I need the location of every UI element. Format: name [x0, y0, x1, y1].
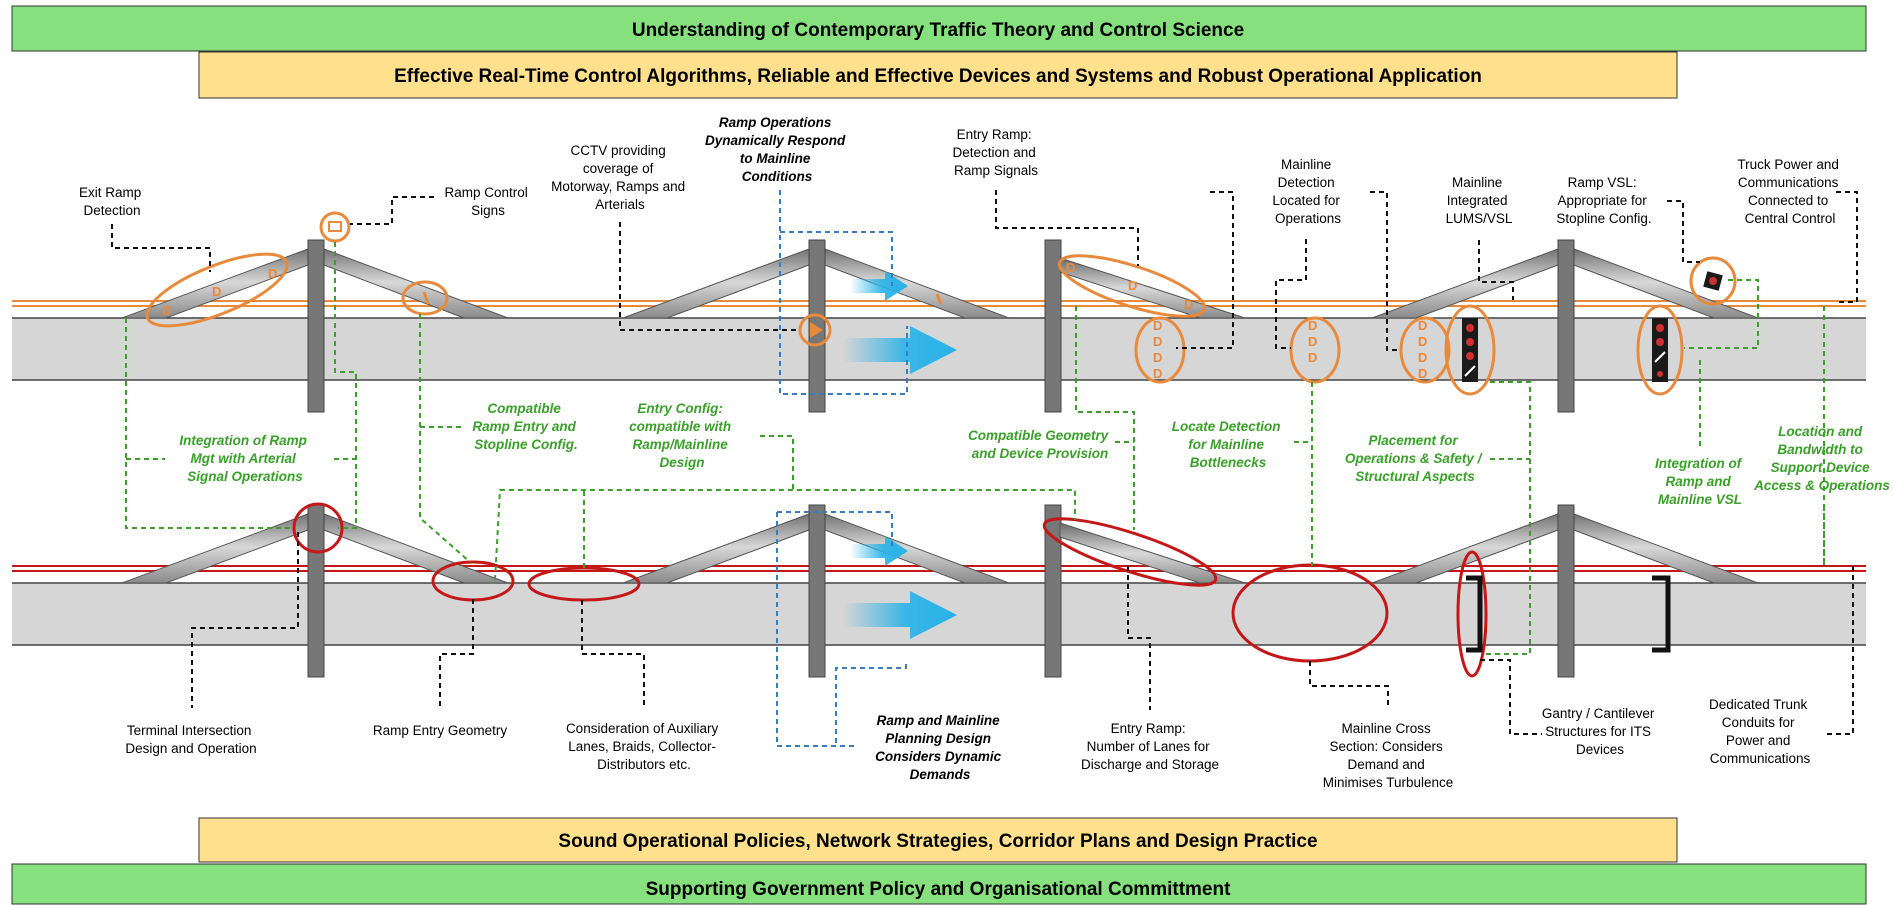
top-yellow-band-text: Effective Real-Time Control Algorithms, …: [394, 66, 1482, 87]
integration-vsl-label: Integration of Ramp and Mainline VSL: [1655, 456, 1745, 507]
detector-icon: D: [212, 284, 221, 299]
locate-detection-label: Locate Detection for Mainline Bottleneck…: [1172, 419, 1285, 470]
orange-highlights: D D D D D D D D D D D D D D D D D: [145, 211, 1737, 396]
ramp-entry-geometry-label: Ramp Entry Geometry: [373, 723, 508, 738]
detector-icon: D: [1153, 350, 1162, 365]
bottom-green-band: Supporting Government Policy and Organis…: [11, 863, 1867, 905]
ramp-mainline-planning-label: Ramp and Mainline Planning Design Consid…: [875, 713, 1005, 782]
ramp-operations-label: Ramp Operations Dynamically Respond to M…: [705, 115, 849, 184]
camera-icon: [810, 322, 823, 338]
mainline-cross-section-label: Mainline Cross Section: Considers Demand…: [1323, 721, 1454, 790]
mainline-detection-highlight-3: [1399, 316, 1451, 384]
top-interchanges: [121, 239, 1759, 413]
top-mainline-arrow-icon: [843, 326, 957, 374]
bottom-freeway: [12, 565, 1866, 646]
mainline-detection-label: Mainline Detection Located for Operation…: [1272, 157, 1343, 226]
detector-icon: D: [1128, 278, 1137, 293]
compatible-geometry-label: Compatible Geometry and Device Provision: [968, 428, 1112, 461]
entry-config-label: Entry Config: compatible with Ramp/Mainl…: [629, 401, 735, 470]
entry-ramp-detection-label: Entry Ramp: Detection and Ramp Signals: [952, 127, 1039, 178]
top-green-band: Understanding of Contemporary Traffic Th…: [11, 5, 1867, 52]
ramp-control-signs-label: Ramp Control Signs: [444, 185, 531, 218]
bottom-labels: Terminal Intersection Design and Operati…: [125, 697, 1811, 790]
black-dashed-leaders: [111, 190, 1858, 735]
detector-icon: D: [1153, 318, 1162, 333]
mainline-detection-highlight-1: [1134, 316, 1186, 384]
top-freeway: [12, 300, 1866, 381]
bottom-yellow-band-text: Sound Operational Policies, Network Stra…: [558, 831, 1317, 852]
traffic-flow-arrows: [843, 271, 957, 639]
top-green-band-text: Understanding of Contemporary Traffic Th…: [632, 20, 1244, 41]
detector-icon: D: [1308, 350, 1317, 365]
gantry-icon: [1652, 575, 1671, 653]
green-labels: Integration of Ramp Mgt with Arterial Si…: [179, 401, 1890, 507]
entry-ramp-lanes-label: Entry Ramp: Number of Lanes for Discharg…: [1081, 721, 1219, 772]
detector-icon: D: [1066, 260, 1075, 275]
bottom-mainline-arrow-icon: [843, 591, 957, 639]
exit-ramp-detection-label: Exit Ramp Detection: [79, 185, 145, 218]
compatible-ramp-entry-label: Compatible Ramp Entry and Stopline Confi…: [472, 401, 579, 452]
mainline-detection-highlight-2: [1289, 316, 1341, 384]
terminal-intersection-label: Terminal Intersection Design and Operati…: [125, 723, 256, 756]
ramp-vsl-label: Ramp VSL: Appropriate for Stopline Confi…: [1556, 175, 1651, 226]
detector-icon: D: [1418, 366, 1427, 381]
location-bandwidth-label: Location and Bandwidth to Support Device…: [1753, 424, 1890, 493]
top-yellow-band: Effective Real-Time Control Algorithms, …: [198, 51, 1678, 99]
auxiliary-lanes-label: Consideration of Auxiliary Lanes, Braids…: [566, 721, 722, 772]
detector-icon: D: [1308, 334, 1317, 349]
dedicated-trunk-label: Dedicated Trunk Conduits for Power and C…: [1709, 697, 1811, 766]
bottom-green-band-text: Supporting Government Policy and Organis…: [646, 879, 1232, 900]
cctv-highlight: [798, 313, 832, 347]
placement-label: Placement for Operations & Safety / Stru…: [1345, 433, 1485, 484]
ramp-control-sign-highlight: [319, 211, 351, 243]
ramp-sign-icon: [328, 221, 342, 232]
detector-icon: D: [268, 266, 277, 281]
green-dashed-connectors: [125, 242, 1825, 655]
exit-ramp-detector-highlight: [145, 252, 289, 328]
truck-power-label: Truck Power and Communications Connected…: [1737, 157, 1842, 226]
entry-ramp-detection-highlight: [1057, 254, 1207, 318]
detector-icon: D: [1418, 334, 1427, 349]
detector-icon: D: [162, 303, 171, 318]
detector-icon: D: [1153, 366, 1162, 381]
blue-dashed-connectors: [776, 190, 908, 747]
bottom-ramp-arrow-icon: [850, 536, 908, 566]
entry-ramp-lanes-highlight: [1042, 517, 1218, 587]
integration-arterial-label: Integration of Ramp Mgt with Arterial Si…: [179, 433, 310, 484]
terminal-intersection-highlight: [292, 502, 344, 554]
bottom-interchanges: [121, 504, 1759, 678]
gantry-highlight: [1456, 550, 1488, 678]
ramp-entry-highlight: [401, 280, 449, 316]
detector-icon: D: [1153, 334, 1162, 349]
top-labels: Exit Ramp Detection Ramp Control Signs C…: [79, 115, 1842, 226]
lums-vsl-highlight: [1444, 304, 1496, 396]
ramp-vsl-highlight: [1689, 256, 1737, 306]
gantry-label: Gantry / Cantilever Structures for ITS D…: [1542, 706, 1658, 757]
vsl-signal-icon: [1652, 318, 1668, 382]
ramp-mainline-vsl-highlight: [1636, 304, 1684, 396]
detector-icon: D: [1418, 318, 1427, 333]
detector-icon: D: [1308, 318, 1317, 333]
top-ramp-arrow-icon: [850, 271, 908, 301]
detector-icon: D: [1418, 350, 1427, 365]
cctv-label: CCTV providing coverage of Motorway, Ram…: [551, 143, 689, 212]
bottom-yellow-band: Sound Operational Policies, Network Stra…: [198, 817, 1678, 863]
gantry-icon: [1466, 575, 1483, 653]
mainline-lums-label: Mainline Integrated LUMS/VSL: [1446, 175, 1513, 226]
detector-icon: D: [1184, 297, 1193, 312]
